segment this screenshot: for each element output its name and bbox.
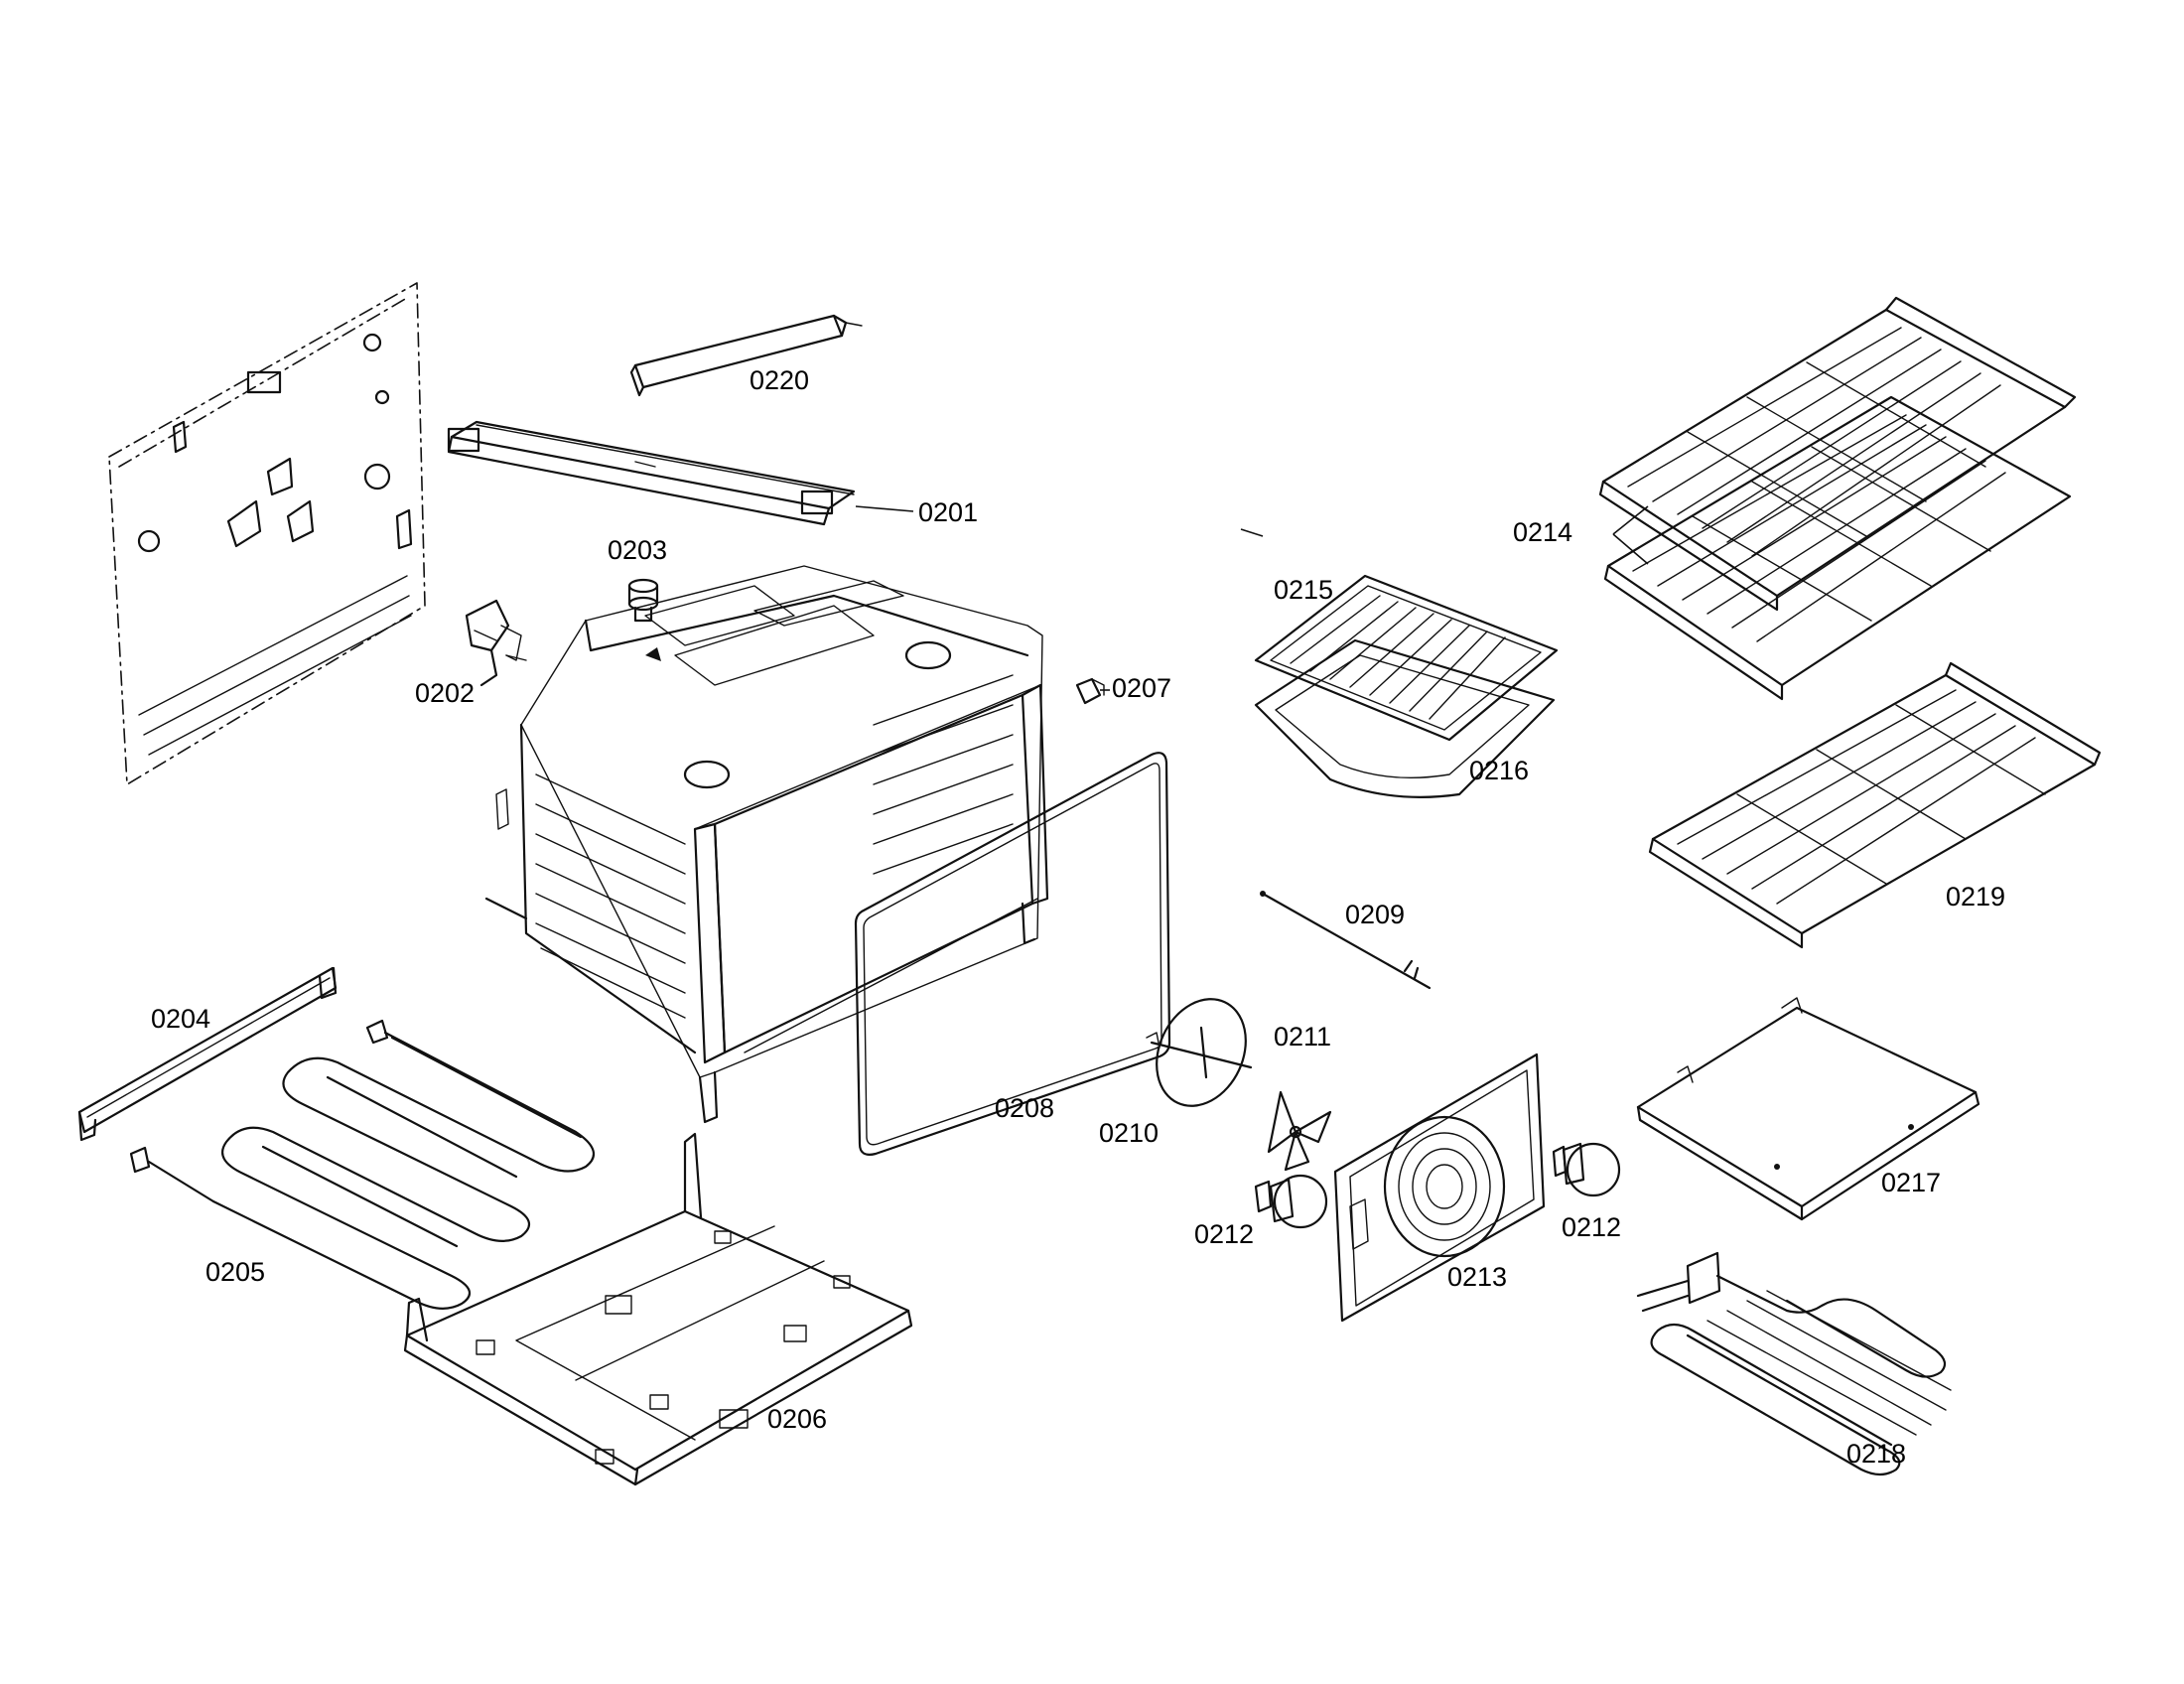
door-latch-clip — [1075, 677, 1105, 705]
label-0202: 0202 — [415, 678, 475, 708]
oven-rack-lower — [1603, 395, 2072, 701]
bake-element — [129, 1019, 596, 1310]
label-0205: 0205 — [205, 1257, 265, 1287]
label-0211: 0211 — [1274, 1022, 1331, 1052]
oven-bottom-panel — [403, 1132, 913, 1486]
rear-panel — [108, 282, 426, 785]
label-0212-right: 0212 — [1562, 1212, 1621, 1242]
label-0201: 0201 — [918, 497, 978, 527]
top-bracket — [447, 420, 856, 526]
oven-lamp-right — [1552, 1142, 1621, 1197]
callout-labels: 0220 0201 0203 0202 0207 0215 0216 0214 … — [151, 365, 2005, 1469]
label-0212-left: 0212 — [1194, 1219, 1254, 1249]
label-0218: 0218 — [1846, 1439, 1906, 1469]
door-gasket — [854, 752, 1171, 1156]
rotisserie-ring — [1146, 998, 1253, 1107]
drip-tray — [1636, 997, 1980, 1221]
rotisserie-rod — [1260, 891, 1432, 990]
oven-cavity — [484, 565, 1049, 1124]
rear-bracket-strip — [77, 966, 338, 1142]
label-0208: 0208 — [995, 1093, 1054, 1123]
label-0207: 0207 — [1112, 673, 1171, 703]
label-0213: 0213 — [1447, 1262, 1507, 1292]
label-0206: 0206 — [767, 1404, 827, 1434]
label-0204: 0204 — [151, 1004, 210, 1034]
fan-motor — [465, 599, 527, 687]
label-0216: 0216 — [1469, 756, 1529, 785]
leader-lines — [855, 505, 1649, 691]
broiler-pan — [1254, 638, 1556, 798]
convection-fan-cover — [1333, 1052, 1546, 1323]
label-0217: 0217 — [1881, 1168, 1941, 1197]
oven-rack-upper — [1598, 296, 2077, 612]
thermostat-knob — [627, 578, 659, 623]
telescopic-rack — [1648, 661, 2102, 949]
label-0215: 0215 — [1274, 575, 1333, 605]
label-0220: 0220 — [750, 365, 809, 395]
label-0203: 0203 — [608, 535, 667, 565]
broil-element — [1636, 1251, 1952, 1476]
label-0214: 0214 — [1513, 517, 1572, 547]
label-0210: 0210 — [1099, 1118, 1159, 1148]
convection-fan-blade — [1267, 1090, 1332, 1172]
label-0219: 0219 — [1946, 882, 2005, 912]
top-cover-plate — [629, 314, 863, 397]
label-0209: 0209 — [1345, 900, 1405, 929]
oven-lamp-left — [1254, 1174, 1328, 1229]
